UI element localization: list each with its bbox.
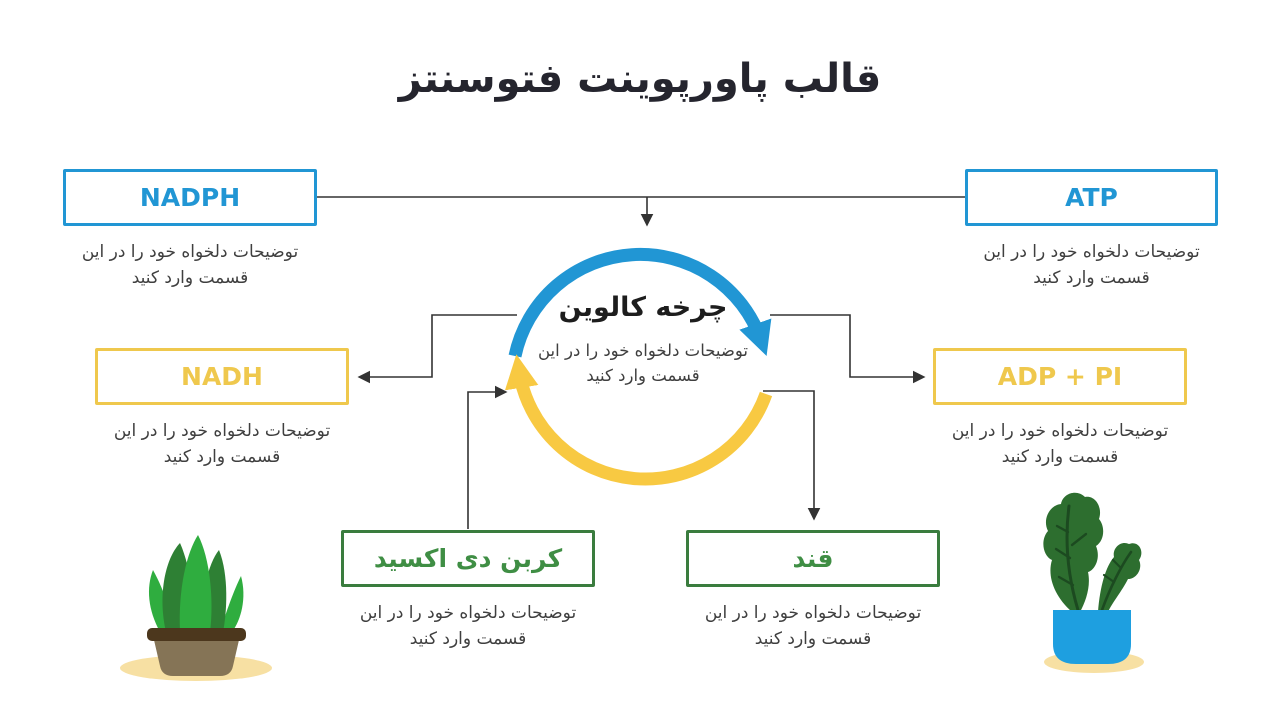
left-plant-illustration <box>120 535 272 681</box>
nadph-box[interactable]: NADPH <box>63 169 317 226</box>
big-leaf <box>1043 492 1104 612</box>
nadph-description[interactable]: توضیحات دلخواه خود را در این قسمت وارد ک… <box>81 242 299 289</box>
nadh-box[interactable]: NADH <box>95 348 349 405</box>
connector-cycle-to-sugar-arrow <box>763 390 821 521</box>
left-plant-pot-rim <box>147 628 246 641</box>
adp-pi-description[interactable]: توضیحات دلخواه خود را در این قسمت وارد ک… <box>951 421 1169 468</box>
connector-co2-to-cycle-arrow <box>467 385 508 529</box>
node-carbon-dioxide: کربن دی اکسید توضیحات دلخواه خود را در ا… <box>341 530 595 653</box>
carbon-dioxide-box[interactable]: کربن دی اکسید <box>341 530 595 587</box>
slide-title[interactable]: قالب پاورپوینت فتوسنتز <box>398 56 882 102</box>
small-leaf-vein <box>1100 550 1133 612</box>
node-sugar: قند توضیحات دلخواه خود را در این قسمت وا… <box>686 530 940 653</box>
sugar-label: قند <box>792 544 834 573</box>
nadph-label: NADPH <box>139 183 241 212</box>
atp-description[interactable]: توضیحات دلخواه خود را در این قسمت وارد ک… <box>983 242 1200 289</box>
connector-cycle-to-adp-arrow <box>770 314 926 384</box>
leaf <box>220 576 244 632</box>
adp-pi-label: ADP + PI <box>997 362 1123 391</box>
carbon-dioxide-label: کربن دی اکسید <box>373 544 563 573</box>
nadh-label: NADH <box>181 362 263 391</box>
small-leaf-vein-branch <box>1102 558 1123 584</box>
big-leaf-vein-branch <box>1054 524 1088 587</box>
node-adp-pi: ADP + PI توضیحات دلخواه خود را در این قس… <box>933 348 1187 471</box>
node-atp: ATP توضیحات دلخواه خود را در این قسمت وا… <box>965 169 1218 292</box>
sugar-box[interactable]: قند <box>686 530 940 587</box>
atp-box[interactable]: ATP <box>965 169 1218 226</box>
adp-pi-box[interactable]: ADP + PI <box>933 348 1187 405</box>
connector-cycle-to-nadh-arrow <box>357 314 517 384</box>
left-plant-pot-body <box>154 640 239 676</box>
node-nadph: NADPH توضیحات دلخواه خود را در این قسمت … <box>63 169 317 292</box>
leaf <box>179 535 212 632</box>
right-plant-pot <box>1053 610 1131 664</box>
node-nadh: NADH توضیحات دلخواه خود را در این قسمت و… <box>95 348 349 471</box>
atp-label: ATP <box>1065 183 1118 212</box>
calvin-cycle-yellow-arc <box>504 354 773 486</box>
right-plant-illustration <box>1043 492 1144 673</box>
calvin-cycle-center: چرخه کالوین توضیحات دلخواه خود را در این… <box>531 292 755 389</box>
big-leaf-vein <box>1065 504 1080 612</box>
sugar-description[interactable]: توضیحات دلخواه خود را در این قسمت وارد ک… <box>704 603 922 650</box>
calvin-cycle-description[interactable]: توضیحات دلخواه خود را در این قسمت وارد ک… <box>538 341 748 385</box>
carbon-dioxide-description[interactable]: توضیحات دلخواه خود را در این قسمت وارد ک… <box>359 603 577 650</box>
nadh-description[interactable]: توضیحات دلخواه خود را در این قسمت وارد ک… <box>113 421 331 468</box>
calvin-cycle-blue-arc <box>508 247 772 358</box>
calvin-cycle-label[interactable]: چرخه کالوین <box>558 292 728 323</box>
